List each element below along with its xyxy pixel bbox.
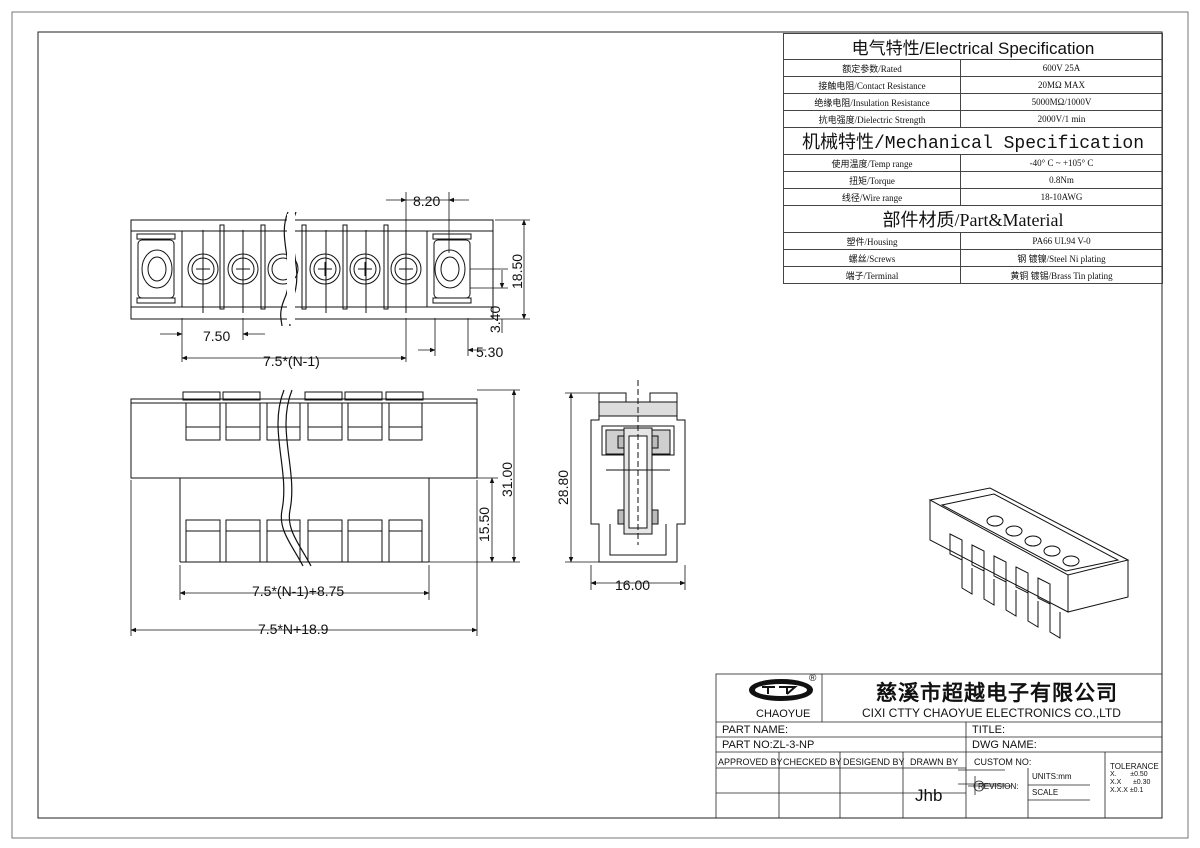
scale-label: SCALE xyxy=(1032,788,1059,797)
dim-front-height: 31.00 xyxy=(499,462,515,497)
spec-value: 2000V/1 min xyxy=(960,110,1163,128)
top-view-dimensions xyxy=(160,192,530,362)
side-view-dimensions xyxy=(565,392,686,590)
outer-border xyxy=(11,11,1189,839)
spec-value: 18-10AWG xyxy=(960,188,1163,206)
checked-by-label: CHECKED BY xyxy=(783,757,842,767)
title-label: TITLE: xyxy=(972,724,1006,736)
tolerance-row: X. ±0.50 xyxy=(1110,771,1148,778)
dim-height-top: 18.50 xyxy=(509,254,525,289)
dim-offset-small: 3.40 xyxy=(487,306,503,333)
spec-value: 20MΩ MAX xyxy=(960,76,1163,94)
spec-label: 端子/Terminal xyxy=(783,266,961,284)
tolerance-row: X.X ±0.30 xyxy=(1110,779,1151,786)
dim-pitch-top: 8.20 xyxy=(413,193,440,209)
top-view xyxy=(130,211,494,327)
spec-value: PA66 UL94 V-0 xyxy=(960,232,1163,250)
part-name-label: PART NAME: xyxy=(722,724,789,736)
spec-label: 额定参数/Rated xyxy=(783,59,961,77)
spec-value: 600V 25A xyxy=(960,59,1163,77)
material-title: 部件材质/Part&Material xyxy=(783,205,1163,233)
units-label: UNITS:mm xyxy=(1032,772,1072,781)
electrical-title: 电气特性/Electrical Specification xyxy=(783,33,1163,60)
dim-pitch: 7.50 xyxy=(203,328,230,344)
spec-label: 接触电阻/Contact Resistance xyxy=(783,76,961,94)
custom-no-label: CUSTOM NO: xyxy=(974,757,1032,767)
inner-border xyxy=(37,31,1163,819)
spec-value: 5000MΩ/1000V xyxy=(960,93,1163,111)
dim-end-offset: 5.30 xyxy=(476,344,503,360)
tolerance-row: X.X.X ±0.1 xyxy=(1110,787,1144,794)
approved-by-label: APPROVED BY xyxy=(718,757,783,767)
dim-total-length: 7.5*N+18.9 xyxy=(258,621,329,637)
front-view-dimensions xyxy=(130,389,520,636)
brand-name: CHAOYUE xyxy=(756,708,811,720)
dwg-name-label: DWG NAME: xyxy=(972,739,1037,751)
drawer-name: Jhb xyxy=(915,786,943,805)
spec-value: 黄铜 镀锡/Brass Tin plating xyxy=(960,266,1163,284)
side-section-view xyxy=(590,380,686,563)
specification-table: 电气特性/Electrical Specification 额定参数/Rated… xyxy=(783,33,1163,284)
isometric-view xyxy=(928,487,1130,639)
spec-label: 使用温度/Temp range xyxy=(783,154,961,172)
front-view xyxy=(130,389,478,567)
spec-value: 0.8Nm xyxy=(960,171,1163,189)
spec-label: 塑件/Housing xyxy=(783,232,961,250)
revision-label: REVISION: xyxy=(978,782,1019,791)
dim-pin-height: 15.50 xyxy=(476,507,492,542)
drawn-by-label: DRAWN BY xyxy=(910,757,959,767)
dim-side-width: 16.00 xyxy=(615,577,650,593)
company-name-cn: 慈溪市超越电子有限公司 xyxy=(876,682,1118,705)
dim-side-height: 28.80 xyxy=(555,470,571,505)
spec-label: 抗电强度/Dielectric Strength xyxy=(783,110,961,128)
spec-value: 钢 镀镍/Steel Ni plating xyxy=(960,249,1163,267)
company-logo xyxy=(749,679,813,701)
spec-label: 线径/Wire range xyxy=(783,188,961,206)
spec-label: 螺丝/Screws xyxy=(783,249,961,267)
company-name-en: CIXI CTTY CHAOYUE ELECTRONICS CO.,LTD xyxy=(862,706,1121,720)
designed-by-label: DESIGEND BY xyxy=(843,757,905,767)
tolerance-title: TOLERANCE xyxy=(1110,762,1159,771)
spec-label: 扭矩/Torque xyxy=(783,171,961,189)
title-block xyxy=(715,673,1163,819)
registered-mark: ® xyxy=(809,673,817,684)
dim-pin-span: 7.5*(N-1)+8.75 xyxy=(252,583,344,599)
spec-label: 绝缘电阻/Insulation Resistance xyxy=(783,93,961,111)
mechanical-title: 机械特性/Mechanical Specification xyxy=(783,127,1163,155)
spec-value: -40° C ~ +105° C xyxy=(960,154,1163,172)
part-number: PART NO:ZL-3-NP xyxy=(722,739,815,751)
dim-width-formula: 7.5*(N-1) xyxy=(263,353,320,369)
